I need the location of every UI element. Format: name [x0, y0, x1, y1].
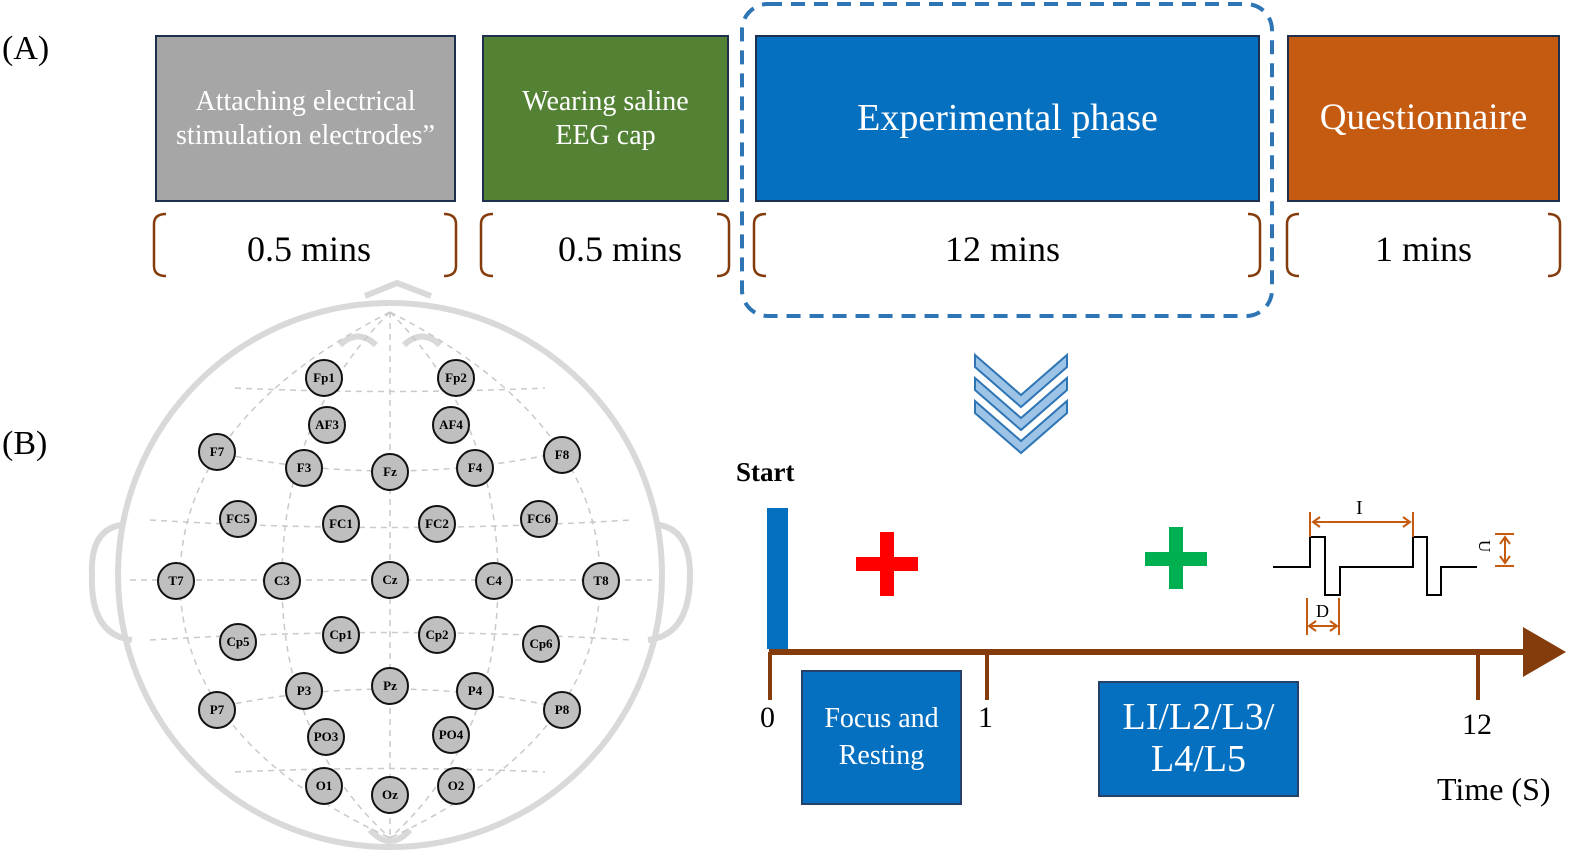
pulse-annotations — [1306, 512, 1514, 635]
timeline: I U D Start 0 1 12 Time (S) — [736, 457, 1566, 807]
focus-resting-label: Focus and Resting — [824, 703, 939, 771]
electrode-fp2: Fp2 — [437, 359, 475, 397]
stage-box-eeg-cap: Wearing saline EEG cap — [482, 35, 729, 202]
stage-box-questionnaire: Questionnaire — [1287, 35, 1560, 202]
tick-label: 0 — [760, 701, 775, 734]
axis-label: Time (S) — [1437, 771, 1551, 807]
electrode-fz: Fz — [371, 453, 409, 491]
experimental-highlight — [740, 2, 1274, 318]
electrode-cz: Cz — [371, 561, 409, 599]
fixation-cross-green-icon — [1145, 527, 1207, 589]
electrode-cp1: Cp1 — [322, 616, 360, 654]
electrode-cp2: Cp2 — [418, 616, 456, 654]
electrode-f7: F7 — [198, 433, 236, 471]
level-box: LI/L2/L3/ L4/L5 — [1098, 681, 1299, 797]
electrode-fc6: FC6 — [520, 500, 558, 538]
tick-label: 1 — [978, 701, 993, 734]
panel-label-b: (B) — [2, 425, 48, 462]
level-box-line2: L4/L5 — [1151, 738, 1246, 780]
electrode-c3: C3 — [263, 562, 301, 600]
stage-duration: 1 mins — [1374, 229, 1472, 269]
chevron-down-icon — [974, 352, 1068, 455]
stage-duration: 0.5 mins — [246, 229, 371, 269]
electrode-fc5: FC5 — [219, 500, 257, 538]
electrode-fp1: Fp1 — [305, 359, 343, 397]
electrode-po4: PO4 — [432, 716, 470, 754]
stage-duration: 12 mins — [944, 229, 1060, 269]
electrode-t7: T7 — [157, 562, 195, 600]
stage-label: Experimental phase — [857, 96, 1158, 139]
level-box-line1: LI/L2/L3/ — [1122, 696, 1275, 739]
pulse-waveform — [1273, 536, 1477, 596]
electrode-p8: P8 — [543, 691, 581, 729]
stage-box-electrodes: Attaching electrical stimulation electro… — [155, 35, 456, 202]
amplitude-label: U — [1475, 540, 1494, 552]
electrode-cp6: Cp6 — [522, 625, 560, 663]
electrode-f8: F8 — [543, 436, 581, 474]
focus-resting-box: Focus and Resting — [801, 670, 962, 805]
electrode-cp5: Cp5 — [219, 623, 257, 661]
electrode-pz: Pz — [371, 667, 409, 705]
electrode-fc1: FC1 — [322, 505, 360, 543]
head-outline — [88, 279, 694, 850]
electrode-o2: O2 — [437, 767, 475, 805]
electrode-oz: Oz — [371, 776, 409, 814]
electrode-af3: AF3 — [308, 406, 346, 444]
panel-label-a: (A) — [2, 30, 50, 67]
electrode-o1: O1 — [305, 767, 343, 805]
electrode-p4: P4 — [456, 672, 494, 710]
start-label: Start — [736, 457, 794, 487]
tick-label: 12 — [1462, 708, 1492, 741]
electrode-f3: F3 — [285, 449, 323, 487]
stage-label: Wearing saline EEG cap — [522, 85, 689, 151]
electrode-po3: PO3 — [307, 718, 345, 756]
electrode-fc2: FC2 — [418, 505, 456, 543]
stage-duration: 0.5 mins — [557, 229, 682, 269]
electrode-p7: P7 — [198, 691, 236, 729]
start-marker — [767, 508, 788, 649]
stage-label: Questionnaire — [1319, 97, 1528, 139]
duration-label: D — [1316, 601, 1329, 621]
electrode-c4: C4 — [475, 562, 513, 600]
electrode-af4: AF4 — [432, 406, 470, 444]
axis-arrow-icon — [1523, 627, 1566, 677]
stage-box-experimental: Experimental phase — [755, 35, 1260, 202]
interval-label: I — [1356, 497, 1363, 519]
electrode-p3: P3 — [285, 672, 323, 710]
electrode-t8: T8 — [582, 562, 620, 600]
duration-brackets — [152, 212, 1562, 278]
electrode-f4: F4 — [456, 449, 494, 487]
stage-label: Attaching electrical stimulation electro… — [176, 85, 435, 151]
fixation-cross-red-icon — [856, 532, 918, 596]
